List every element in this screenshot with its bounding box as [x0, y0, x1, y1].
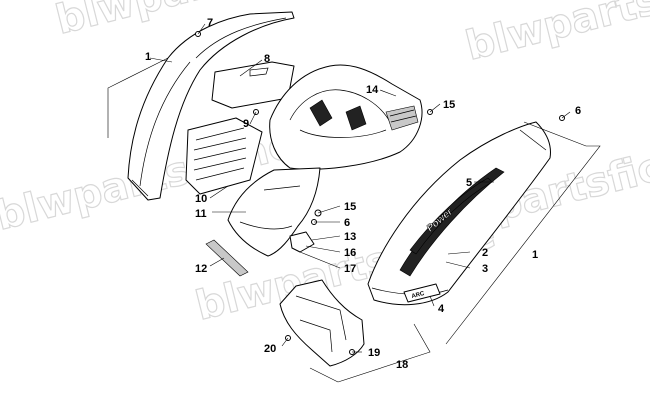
- emblem-label: ARC: [411, 291, 426, 300]
- callout-15-top: 15: [443, 99, 455, 111]
- windshield-part: [127, 11, 295, 201]
- callout-20: 20: [264, 343, 276, 355]
- callout-9: 9: [243, 118, 249, 130]
- callout-16: 16: [344, 247, 356, 259]
- headlight-lens-part: [205, 239, 249, 277]
- group-brackets: [107, 57, 601, 383]
- callout-4: 4: [438, 303, 445, 315]
- callout-2: 2: [482, 247, 488, 259]
- callout-7: 7: [207, 17, 213, 29]
- emblem-part: ARC: [403, 283, 441, 303]
- callout-14: 14: [366, 84, 379, 96]
- callout-8: 8: [264, 53, 270, 65]
- hood-part: [269, 64, 423, 170]
- callout-15-mid: 15: [344, 201, 356, 213]
- callout-1-right: 1: [532, 249, 538, 261]
- callout-3: 3: [482, 263, 488, 275]
- callout-6-mid: 6: [344, 217, 350, 229]
- leader-lines: [149, 23, 571, 353]
- callout-1-left: 1: [145, 51, 151, 63]
- callout-12: 12: [195, 263, 207, 275]
- callout-17: 17: [344, 263, 356, 275]
- callout-5: 5: [466, 177, 472, 189]
- callout-10: 10: [195, 193, 207, 205]
- callout-11: 11: [195, 208, 207, 220]
- nose-part: [227, 167, 321, 257]
- callout-labels: 1 7 8 9 10 11 12 14 15 6 5 15 6 13 16 17…: [145, 17, 581, 371]
- grille-part: [185, 117, 263, 195]
- callout-18: 18: [396, 359, 408, 371]
- callout-19: 19: [368, 347, 380, 359]
- belly-pan-part: [279, 279, 365, 367]
- side-panel-part: Power: [367, 121, 551, 306]
- watermark-text: blwpartsfiche: [461, 0, 650, 70]
- callout-13: 13: [344, 231, 356, 243]
- callout-6-top: 6: [575, 105, 581, 117]
